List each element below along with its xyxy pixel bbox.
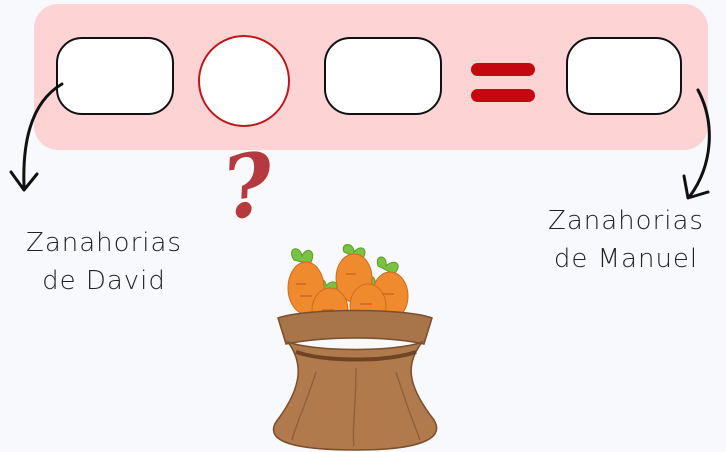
- david-label: Zanahorias de David: [4, 224, 204, 300]
- question-mark-icon: ?: [215, 132, 280, 241]
- equals-sign-bottom-bar: [471, 89, 535, 102]
- david-label-line1: Zanahorias: [26, 228, 182, 258]
- right-arrow-icon: [682, 88, 711, 200]
- manuel-label: Zanahorias de Manuel: [526, 202, 726, 278]
- david-label-line2: de David: [42, 266, 166, 296]
- carrot-sack-icon: [272, 244, 438, 451]
- manuel-carrots-box[interactable]: [566, 37, 682, 115]
- manuel-label-line2: de Manuel: [553, 244, 699, 274]
- operator-circle[interactable]: [198, 35, 290, 127]
- david-carrots-box[interactable]: [56, 37, 174, 115]
- equals-sign-top-bar: [471, 63, 535, 76]
- second-number-box[interactable]: [324, 37, 442, 115]
- left-arrow-icon: [9, 82, 64, 192]
- manuel-label-line1: Zanahorias: [548, 206, 704, 236]
